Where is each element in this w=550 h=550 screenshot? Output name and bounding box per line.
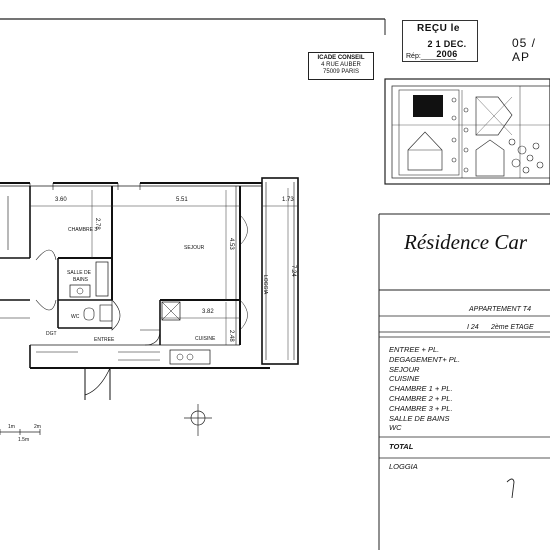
signature-icon — [506, 478, 515, 499]
room-list-item: SALLE DE BAINS — [389, 413, 450, 423]
dimension-lines — [30, 188, 298, 360]
room-label-sdb-1: SALLE DE — [67, 270, 91, 276]
apartment-type: APPARTEMENT T4 — [469, 306, 531, 313]
dim-382: 3.82 — [202, 309, 214, 315]
room-label-cuisine: CUISINE — [195, 336, 216, 342]
icade-line-3: 75009 PARIS — [323, 69, 359, 75]
dim-173: 1.73 — [282, 197, 294, 203]
room-list-item: CHAMBRE 1 + PL. — [389, 384, 453, 394]
dim-278: 2.78 — [94, 218, 100, 230]
received-date: 2 1 DEC. 2006 — [427, 39, 467, 59]
room-label-dgt: DGT — [46, 331, 57, 337]
room-list-item: CHAMBRE 2 + PL. — [389, 393, 453, 403]
residence-title: Résidence Car — [404, 230, 528, 254]
scale-label-15m: 1.5m — [18, 437, 30, 443]
room-list-item: CUISINE — [389, 374, 420, 384]
scale-bar — [0, 429, 41, 435]
room-label-chambre-3: CHAMBRE 3 — [68, 227, 98, 233]
scale-label-1m: 1m — [8, 424, 15, 430]
room-list-item: SEJOUR — [389, 364, 420, 374]
dim-551: 5.51 — [176, 197, 188, 203]
apartment-floor: 2ème ETAGE — [491, 324, 534, 331]
icade-stamp: ICADE CONSEIL 4 RUE AUBER 75009 PARIS — [308, 52, 374, 80]
room-list-item: WC — [389, 423, 402, 433]
received-stamp: REÇU le 2 1 DEC. 2006 Rép:_________ — [402, 20, 478, 62]
icade-line-1: ICADE CONSEIL — [317, 55, 365, 61]
title-box — [378, 213, 550, 550]
room-list-item: DEGAGEMENT+ PL. — [389, 354, 461, 364]
received-title: REÇU le — [417, 23, 460, 34]
site-plan — [384, 78, 550, 185]
handwritten-date: 05 / AP — [512, 36, 537, 64]
scale-label-2m: 2m — [34, 424, 41, 430]
room-list: ENTREE + PL. DEGAGEMENT+ PL. SEJOUR CUIS… — [389, 345, 460, 433]
apartment-walls — [0, 177, 299, 400]
room-list-item: ENTREE + PL. — [389, 345, 440, 354]
dim-248: 2.48 — [228, 330, 234, 342]
room-label-entree: ENTREE — [94, 337, 115, 343]
received-rep: Rép:_________ — [406, 53, 456, 60]
loggia-label: LOGGIA — [389, 462, 418, 471]
room-label-wc: WC — [71, 314, 80, 320]
icade-line-2: 4 RUE AUBER — [321, 62, 361, 68]
room-label-sejour: SEJOUR — [184, 245, 205, 251]
dim-453: 4.53 — [228, 238, 234, 250]
dim-360: 3.60 — [55, 197, 67, 203]
total-label: TOTAL — [389, 442, 414, 451]
apartment-lot: I 24 — [467, 324, 479, 331]
dim-724: 7.24 — [290, 265, 296, 277]
room-list-item: CHAMBRE 3 + PL. — [389, 403, 453, 413]
north-arrow-icon — [184, 404, 212, 436]
room-label-sdb-2: BAINS — [73, 277, 89, 283]
room-label-loggia: LOGGIA — [262, 275, 268, 295]
